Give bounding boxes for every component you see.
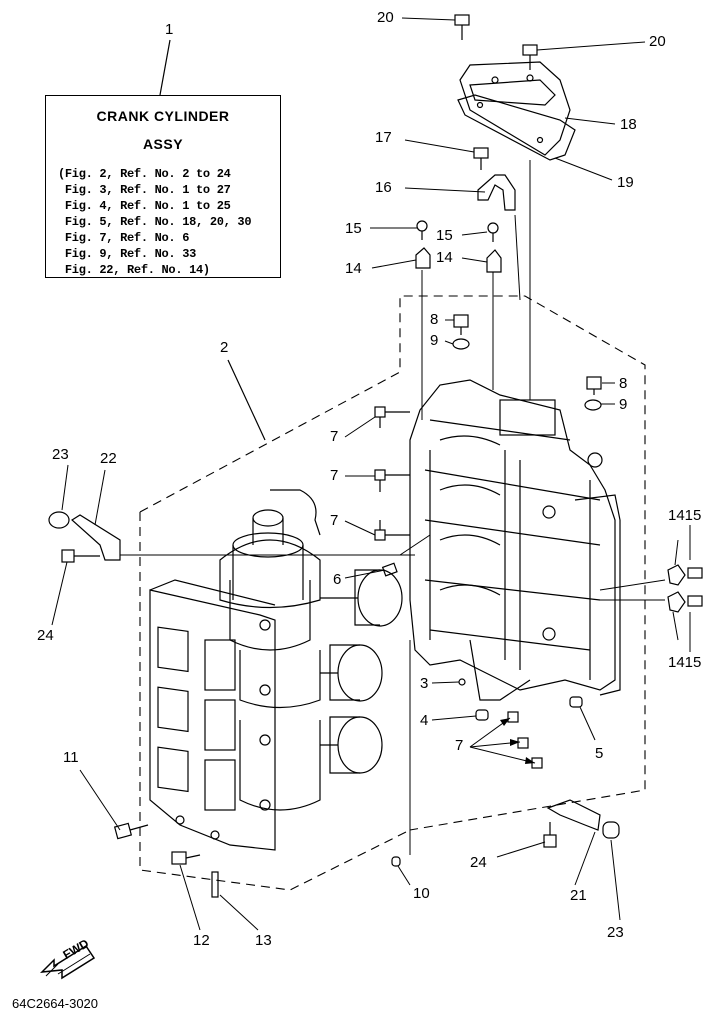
dowel-10 (391, 856, 401, 867)
callout-20: 20 (377, 9, 394, 26)
washer-9-right (584, 399, 602, 411)
callout-24: 24 (470, 854, 487, 871)
callout-15: 15 (345, 220, 362, 237)
callout-leaders (51, 17, 691, 931)
callout-8: 8 (619, 375, 628, 392)
callout-6: 6 (333, 571, 342, 588)
reference-line: (Fig. 2, Ref. No. 2 to 24 (58, 167, 231, 181)
screw-15-right (487, 222, 499, 242)
callout-14: 14 (436, 249, 453, 266)
bolt-20-top (454, 14, 470, 40)
callout-7: 7 (330, 512, 339, 529)
callout-2: 2 (220, 339, 229, 356)
callout-5: 5 (595, 745, 604, 762)
leader-1 (159, 39, 171, 96)
head-cover (457, 61, 576, 161)
plug-4 (475, 709, 489, 721)
fwd-arrow-icon (40, 944, 96, 980)
bolt-24-left (61, 549, 100, 563)
guide-lines (120, 160, 666, 855)
callout-3: 3 (420, 675, 429, 692)
reference-line: Fig. 3, Ref. No. 1 to 27 (58, 183, 231, 197)
bracket-16 (477, 174, 516, 211)
plug-6 (381, 562, 398, 577)
crankshaft-cylinders (219, 489, 403, 811)
screw-15-left (416, 220, 428, 240)
drawing-code: 64C2664-3020 (12, 996, 99, 1011)
callout-13: 13 (255, 932, 272, 949)
fitting-7-low (374, 520, 410, 541)
washer-9-top (452, 338, 470, 350)
callout-15: 15 (436, 227, 453, 244)
reference-line: Fig. 5, Ref. No. 18, 20, 30 (58, 215, 252, 229)
leader-2 (227, 359, 266, 441)
bolt-12 (171, 851, 201, 865)
callout-7: 7 (455, 737, 464, 754)
callout-12: 12 (193, 932, 210, 949)
callout-23: 23 (607, 924, 624, 941)
clip-14-15-bottom (667, 591, 703, 613)
callout-14: 14 (345, 260, 362, 277)
cap-23-right (602, 821, 620, 839)
clip-14-left (415, 247, 431, 269)
bolt-8-right (586, 376, 602, 395)
callout-4: 4 (420, 712, 429, 729)
callout-22: 22 (100, 450, 117, 467)
fitting-7-mid (374, 469, 410, 492)
clip-14-right (486, 249, 502, 273)
reference-line: Fig. 7, Ref. No. 6 (58, 231, 190, 245)
callout-7: 7 (330, 428, 339, 445)
washer-23-left (48, 511, 70, 529)
assembly-subtitle: ASSY (142, 136, 184, 152)
callout-14-15: 1415 (668, 507, 702, 524)
reference-line: Fig. 9, Ref. No. 33 (58, 247, 197, 261)
callout-21: 21 (570, 887, 587, 904)
callout-14-15: 1415 (668, 654, 702, 671)
stud-11 (113, 822, 149, 840)
callout-10: 10 (413, 885, 430, 902)
reference-line: Fig. 22, Ref. No. 14) (58, 263, 210, 277)
callout-20: 20 (649, 33, 666, 50)
assembly-info-box: CRANK CYLINDER ASSY (Fig. 2, Ref. No. 2 … (45, 95, 281, 278)
callout-18: 18 (620, 116, 637, 133)
callout-1: 1 (165, 21, 174, 38)
plug-5 (569, 696, 583, 708)
clip-14-15-top (667, 564, 703, 586)
callout-24: 24 (37, 627, 54, 644)
callout-16: 16 (375, 179, 392, 196)
stud-13 (211, 871, 219, 898)
callout-23: 23 (52, 446, 69, 463)
crankcase (409, 379, 621, 701)
reference-line: Fig. 4, Ref. No. 1 to 25 (58, 199, 231, 213)
reference-list: (Fig. 2, Ref. No. 2 to 24 Fig. 3, Ref. N… (58, 166, 252, 278)
bolt-20-right (522, 44, 538, 70)
bolt-24-right (543, 822, 557, 848)
callout-19: 19 (617, 174, 634, 191)
bolt-8-top (453, 314, 469, 335)
callout-9: 9 (619, 396, 628, 413)
bolt-17 (473, 147, 489, 170)
cylinder-block (149, 579, 276, 851)
assembly-outline (139, 295, 646, 891)
assembly-title: CRANK CYLINDER (96, 108, 230, 124)
fitting-7-top (374, 406, 410, 428)
bracket-22 (71, 514, 121, 561)
dowel-3 (458, 678, 466, 686)
callout-17: 17 (375, 129, 392, 146)
callout-8: 8 (430, 311, 439, 328)
callout-11: 11 (63, 749, 79, 766)
arrowheads (500, 718, 535, 764)
callout-9: 9 (430, 332, 439, 349)
bracket-21 (546, 799, 601, 831)
callout-7: 7 (330, 467, 339, 484)
